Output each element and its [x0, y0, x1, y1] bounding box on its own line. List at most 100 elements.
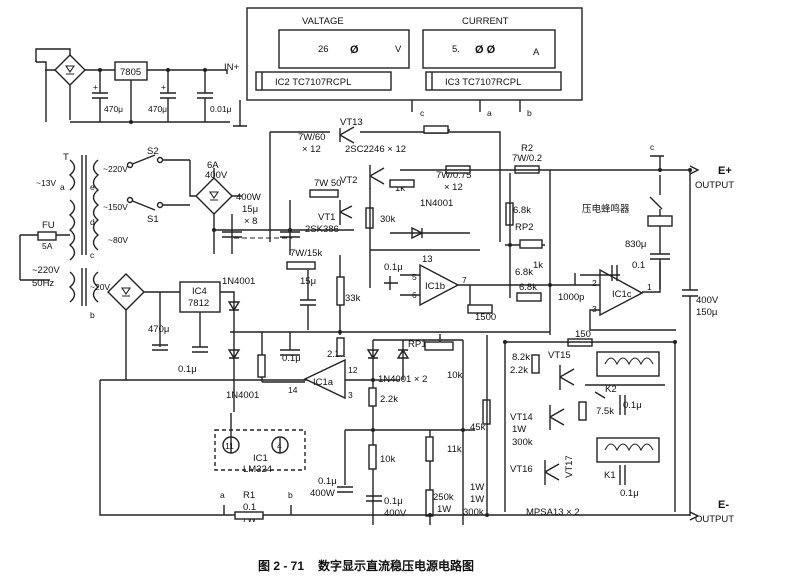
r-7w15k: 7W/15k	[290, 248, 322, 259]
ic1b-opamp	[419, 263, 460, 307]
switch-s1: S1	[147, 214, 159, 225]
voltage-title: VALTAGE	[302, 16, 344, 27]
r-x12-a: × 12	[302, 144, 321, 155]
tap-c: c	[90, 250, 95, 260]
ic1a-pin3: 3	[348, 390, 353, 400]
output-e-plus: E+	[718, 165, 732, 177]
tap-80: ~80V	[108, 235, 128, 245]
r2-value: 7W/0.2	[512, 153, 542, 164]
r-250k: 250k	[433, 492, 454, 503]
aux-cap-2: 470μ	[148, 104, 167, 114]
r-8-2k: 8.2k	[512, 352, 530, 363]
r-2-2k-r: 2.2k	[510, 365, 528, 376]
tap-150: ~150V	[103, 202, 128, 212]
selector-switches	[129, 154, 190, 211]
meter-node-c: c	[420, 108, 425, 118]
meter-node-a: a	[487, 108, 492, 118]
cap-0-1-a: 0.1	[632, 260, 645, 271]
main-stage: 6A 400V 7W/60 × 12 VT13 2SC2246 × 12 400…	[189, 117, 734, 525]
vt13-transistor	[339, 126, 355, 144]
ic1c-pin3: 3	[592, 304, 597, 314]
r1-value: 0.1	[243, 502, 256, 513]
mpsa13-part: MPSA13 × 2	[526, 507, 580, 518]
tap-13: ~13V	[36, 178, 56, 188]
ic4-part: 7812	[188, 298, 209, 309]
ic1-label: IC1	[253, 453, 268, 464]
tap-d: d	[90, 217, 95, 227]
bridge-rating-a: 6A	[207, 160, 219, 171]
figure-caption: 图 2 - 71 数字显示直流稳压电源电路图	[258, 558, 474, 573]
junction-dots	[98, 68, 692, 517]
aux-supply: 7805 + + 470μ 470μ 0.01μ	[35, 48, 232, 123]
cap-bank-rating: 400W	[236, 192, 261, 203]
cap-0-1-d: 0.1μ	[282, 353, 301, 364]
voltage-display	[278, 29, 410, 69]
ic1c-pin1: 1	[647, 282, 652, 292]
ic1b-pin13: 13	[422, 254, 433, 265]
ic1a-opamp	[303, 358, 346, 400]
relay-k2-coil	[596, 351, 660, 377]
cap-0-1-r2: 0.1μ	[620, 488, 639, 499]
relay-k1-coil	[596, 437, 660, 463]
figure-title: 数字显示直流稳压电源电路图	[318, 558, 474, 573]
voltage-reading: 26	[318, 44, 329, 55]
regulator-label: 7805	[120, 67, 141, 78]
fuse	[37, 231, 57, 241]
r-7-5k: 7.5k	[596, 406, 614, 417]
r-1w-b: 1W	[470, 494, 484, 505]
ic1b-pin7: 7	[462, 275, 467, 285]
r2-label: R2	[521, 143, 533, 154]
cap-0-1-b: 0.1μ	[178, 364, 197, 375]
vt15-transistor	[559, 365, 575, 390]
r-1w-r2: 1W	[470, 482, 484, 493]
vt15-label: VT15	[548, 350, 571, 361]
vt17-label: VT17	[564, 455, 575, 478]
relay-k1: K1	[604, 470, 616, 481]
ic1a-pin14: 14	[288, 385, 298, 395]
ic3-label: IC3 TC7107RCPL	[445, 77, 521, 88]
voltage-unit: V	[395, 44, 402, 55]
diode-1n4001-b: 1N4001	[222, 276, 255, 287]
cap-0-1-e: 0.1μ	[318, 476, 337, 487]
aux-bridge-20v	[107, 273, 145, 311]
r-6-8k-a: 6.8k	[513, 205, 531, 216]
control-section: IC4 7812 1N4001 470μ 0.1μ 1N4001 15μ 33k…	[99, 170, 690, 525]
tap-20: ~20V	[90, 282, 110, 292]
output-e-minus: E-	[718, 499, 729, 511]
cap-0-1-c: 0.1μ	[384, 262, 403, 273]
cap-1000p: 1000p	[558, 292, 584, 303]
r-x12-b: × 12	[444, 182, 463, 193]
ic3-chip	[425, 71, 562, 91]
vt14-label: VT14	[510, 412, 533, 423]
transformer-block: T ~220V ~150V ~80V ~13V a e d c S2 S1 FU…	[19, 146, 190, 320]
aux-plus-1: +	[93, 82, 98, 92]
vt1-part: 2SK386	[305, 224, 339, 235]
r-10k-a: 10k	[447, 370, 463, 381]
vt2-label: VT2	[340, 175, 357, 186]
relay-section: 150 VT15 8.2k 2.2k K2 VT14 7.5k 0.1μ 1W …	[470, 329, 676, 518]
aux-plus-2: +	[161, 82, 166, 92]
rp2-value: 1k	[533, 260, 543, 271]
r-6-8k-c: 6.8k	[515, 267, 533, 278]
ic1a-pin12: 12	[348, 365, 358, 375]
r-1w: 1W	[437, 504, 451, 515]
r-30k: 30k	[380, 214, 396, 225]
r1-label: R1	[243, 490, 255, 501]
vt16-label: VT16	[510, 464, 533, 475]
diode-1n4001-c: 1N4001	[226, 390, 259, 401]
r-1500: 1500	[475, 312, 496, 323]
tap-e: e	[90, 182, 95, 192]
current-reading: 5.	[452, 44, 460, 55]
ic1c-opamp	[599, 268, 644, 317]
rp2-label: RP2	[515, 222, 533, 233]
relay-k2: K2	[605, 384, 617, 395]
r-2-2k-b: 2.2k	[380, 394, 398, 405]
ic1b-pin5: 5	[412, 272, 417, 282]
r-300k-a: 300k	[463, 507, 484, 518]
meter-node-b: b	[527, 108, 532, 118]
mains-frequency: 50Hz	[32, 278, 54, 289]
r-11k: 11k	[447, 444, 462, 455]
tap-a: a	[60, 182, 65, 192]
